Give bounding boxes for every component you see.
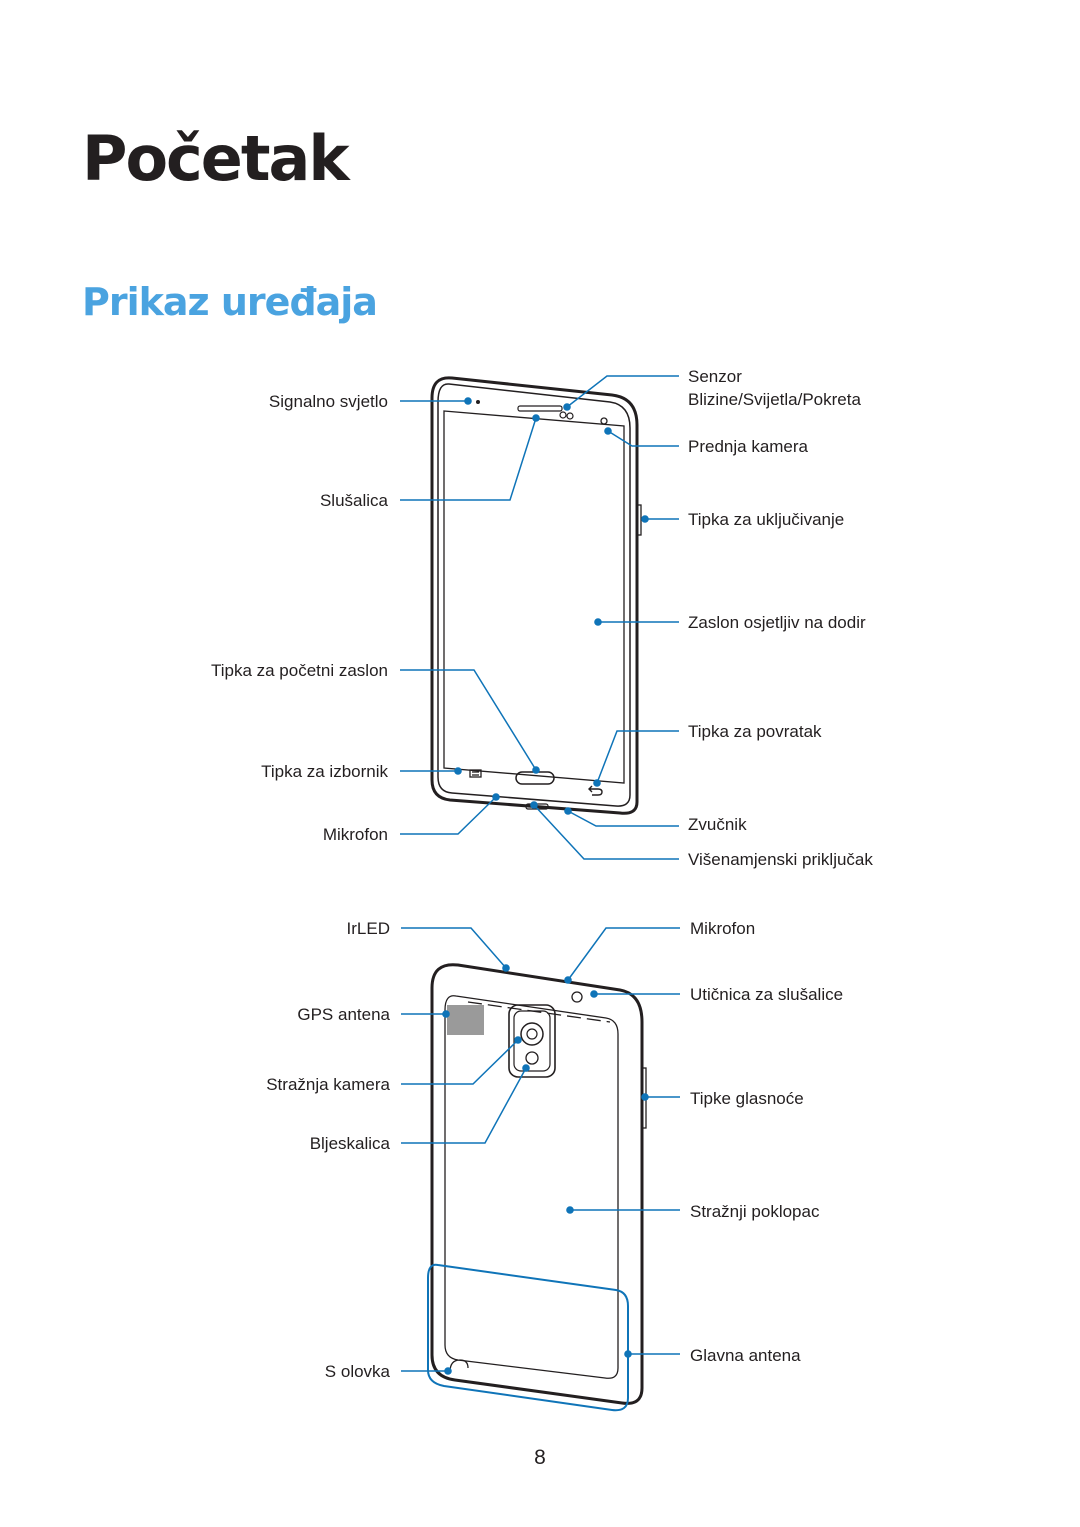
callout-line-home-key [400, 669, 537, 771]
callout-dots [442, 397, 649, 1375]
label-power-key: Tipka za uključivanje [688, 510, 844, 529]
callout-line-irled [401, 927, 507, 969]
callout-line-microphone [400, 796, 497, 835]
callout-dot [530, 801, 538, 809]
callout-dot [564, 807, 572, 815]
flash-icon [525, 1051, 539, 1065]
front-camera-icon [600, 417, 608, 425]
callout-dot [442, 1010, 450, 1018]
callout-dot [624, 1350, 632, 1358]
sensor-icon [559, 411, 567, 419]
chapter-title: Početak [82, 122, 350, 195]
callout-line-multipurpose-jack [533, 804, 679, 860]
callout-dot [464, 397, 472, 405]
back-cover-dash [467, 1001, 611, 1023]
label-sensor-detail: Blizine/Svijetla/Pokreta [688, 390, 861, 409]
label-s-pen: S olovka [325, 1362, 391, 1381]
front-phone [430, 376, 642, 815]
back-labels-left: IrLED GPS antena Stražnja kamera Bljeska… [266, 919, 390, 1381]
rear-camera-lens-icon [526, 1028, 538, 1040]
back-labels-right: Mikrofon Utičnica za slušalice Tipke gla… [690, 919, 843, 1365]
earpiece-grille [517, 405, 563, 412]
callout-dot [532, 414, 540, 422]
camera-module-inner [513, 1010, 551, 1072]
label-home-key: Tipka za početni zaslon [211, 661, 388, 680]
callout-dot [564, 976, 572, 984]
back-key-icon [588, 785, 603, 796]
front-phone-inner [437, 383, 631, 807]
callout-line-front-camera [607, 430, 679, 447]
label-speaker: Zvučnik [688, 815, 747, 834]
section-title: Prikaz uređaja [82, 280, 378, 324]
front-power-key [636, 504, 642, 536]
label-microphone: Mikrofon [323, 825, 388, 844]
callout-dot [594, 618, 602, 626]
callout-line-earpiece [400, 417, 537, 501]
home-key-icon [515, 771, 555, 785]
callout-dot [532, 766, 540, 774]
callout-dot [604, 427, 612, 435]
label-flash: Bljeskalica [310, 1134, 391, 1153]
callout-line-flash [401, 1067, 527, 1144]
label-signal-light: Signalno svjetlo [269, 392, 388, 411]
label-front-camera: Prednja kamera [688, 437, 809, 456]
callout-line-microphone-back [567, 927, 680, 981]
callout-dot [492, 793, 500, 801]
callout-dot [444, 1367, 452, 1375]
menu-key-icon [469, 769, 482, 778]
page-number: 8 [534, 1446, 546, 1469]
label-sensor: Senzor [688, 367, 742, 386]
camera-module [508, 1004, 556, 1078]
label-irled: IrLED [347, 919, 390, 938]
callout-dot [563, 403, 571, 411]
callout-line-back-key [596, 730, 679, 784]
callout-dot [566, 1206, 574, 1214]
rear-camera-lens-icon [520, 1022, 544, 1046]
callout-dot [454, 767, 462, 775]
callout-line-speaker [567, 810, 679, 827]
callout-dot [502, 964, 510, 972]
label-headset-jack: Utičnica za slušalice [690, 985, 843, 1004]
main-antenna-outline [427, 1263, 629, 1412]
s-pen-slot [449, 1359, 469, 1373]
label-main-antenna: Glavna antena [690, 1346, 801, 1365]
front-labels-left: Signalno svjetlo Slušalica Tipka za poče… [211, 392, 389, 844]
label-rear-camera: Stražnja kamera [266, 1075, 390, 1094]
label-multipurpose-jack: Višenamjenski priključak [688, 850, 873, 869]
sensor-icon [566, 412, 574, 420]
callout-line-rear-camera [401, 1039, 519, 1085]
label-gps-antenna: GPS antena [297, 1005, 390, 1024]
callout-dot [514, 1036, 522, 1044]
label-menu-key: Tipka za izbornik [261, 762, 388, 781]
label-earpiece: Slušalica [320, 491, 389, 510]
back-phone-outer [430, 963, 644, 1405]
gps-antenna-area [447, 1005, 484, 1035]
front-screen [443, 410, 625, 784]
label-microphone-back: Mikrofon [690, 919, 755, 938]
front-phone-outer [430, 376, 639, 815]
callout-dot [641, 515, 649, 523]
label-volume-keys: Tipke glasnoće [690, 1089, 804, 1108]
label-back-key: Tipka za povratak [688, 722, 822, 741]
callout-dot [522, 1064, 530, 1072]
label-touchscreen: Zaslon osjetljiv na dodir [688, 613, 866, 632]
back-phone [430, 963, 647, 1405]
callout-lines [400, 375, 680, 1412]
callout-dot [590, 990, 598, 998]
callout-line-sensor [566, 375, 679, 408]
front-labels-right: Senzor Blizine/Svijetla/Pokreta Prednja … [688, 367, 873, 869]
callout-dot [593, 779, 601, 787]
signal-light-icon [476, 400, 480, 404]
label-back-cover: Stražnji poklopac [690, 1202, 820, 1221]
back-cover-inner [444, 995, 619, 1379]
headset-jack-port [571, 991, 583, 1003]
callout-dot [641, 1093, 649, 1101]
